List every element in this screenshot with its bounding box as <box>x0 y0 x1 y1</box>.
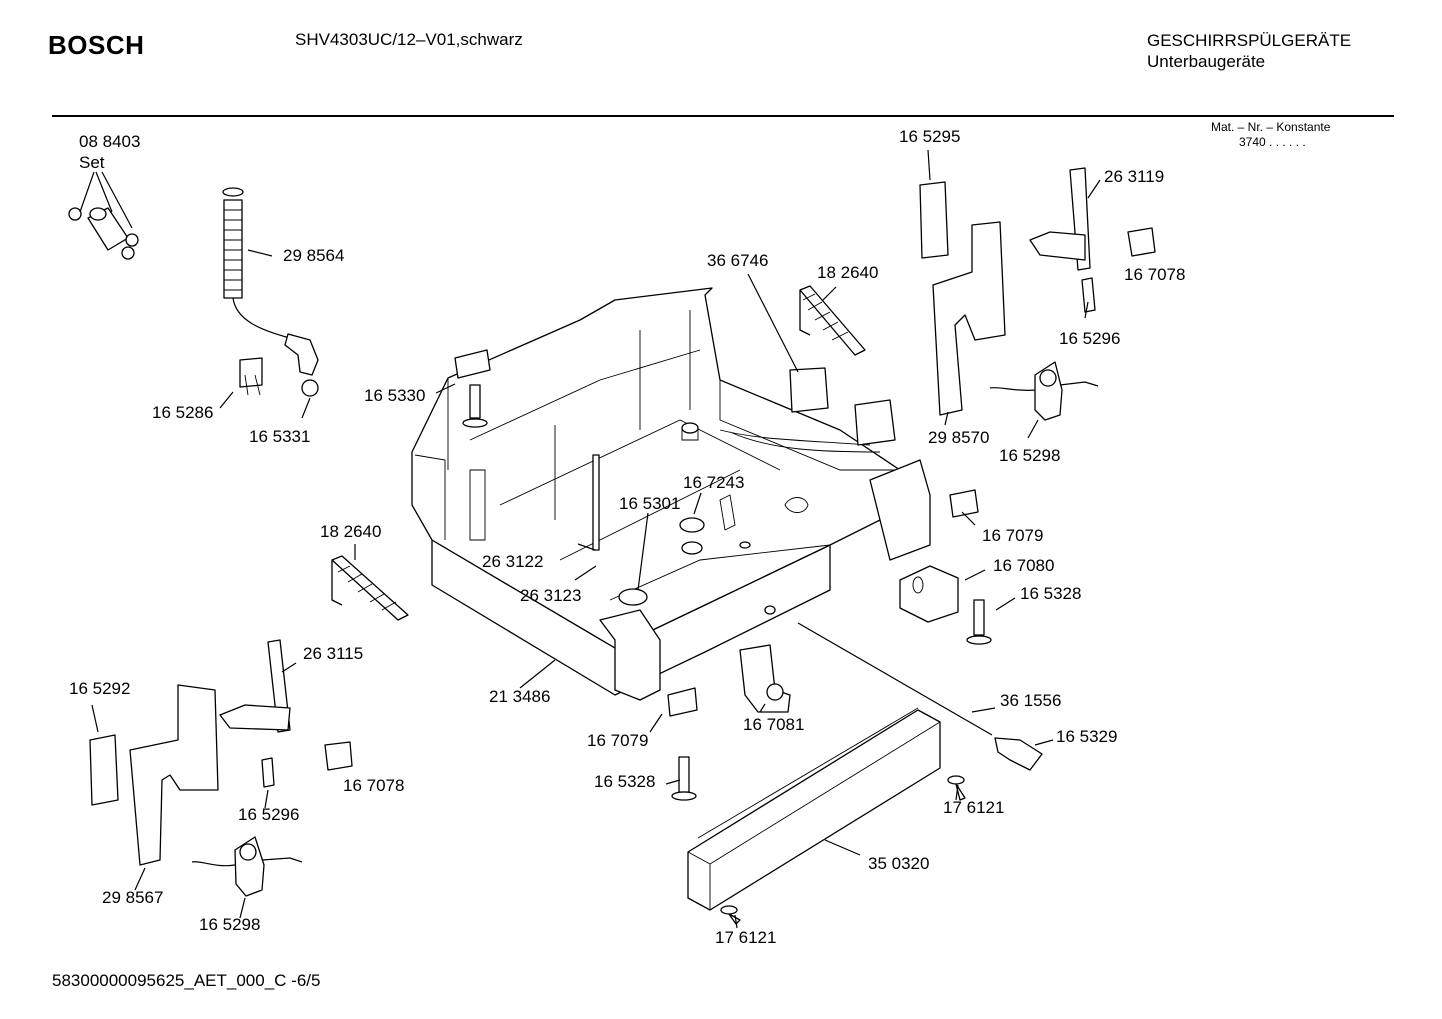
part-label: Set <box>79 153 105 172</box>
part-label: 26 3119 <box>1104 167 1164 186</box>
part-label: 29 8564 <box>283 246 344 265</box>
part-label: 16 5328 <box>1020 584 1081 603</box>
part-label: 16 5329 <box>1056 727 1117 746</box>
part-label: 16 5330 <box>364 386 425 405</box>
heater-bracket-left <box>331 555 409 621</box>
part-label: 08 8403 <box>79 132 140 151</box>
part-label: 36 6746 <box>707 251 768 270</box>
door-hinge-left <box>191 836 303 897</box>
part-label: 16 5298 <box>999 446 1060 465</box>
part-label: 29 8570 <box>928 428 989 447</box>
leveling-foot-right <box>966 599 992 645</box>
part-label: 16 5286 <box>152 403 213 422</box>
part-label: 26 3123 <box>520 586 581 605</box>
part-label: 16 7079 <box>982 526 1043 545</box>
hose-clip <box>239 357 263 396</box>
part-label: 26 3122 <box>482 552 543 571</box>
screw-bottom <box>720 905 741 925</box>
water-inlet-valve <box>739 644 791 713</box>
adjustment-rod <box>797 622 1043 771</box>
mat-number-label: Mat. – Nr. – Konstante <box>1211 120 1331 134</box>
part-label: 16 5301 <box>619 494 680 513</box>
model-title: SHV4303UC/12–V01,schwarz <box>295 30 523 49</box>
part-label: 35 0320 <box>868 854 929 873</box>
part-label: 16 7078 <box>343 776 404 795</box>
part-label: 29 8567 <box>102 888 163 907</box>
mat-number-value: 3740 . . . . . . <box>1239 135 1306 149</box>
part-label: 26 3115 <box>303 644 363 663</box>
part-label: 17 6121 <box>943 798 1004 817</box>
hinge-plate-right <box>919 167 1156 416</box>
leader-lines <box>79 149 1101 929</box>
part-label: 16 7081 <box>743 715 804 734</box>
header-rule <box>52 115 1394 117</box>
part-label: 16 7079 <box>587 731 648 750</box>
part-label: 16 5296 <box>238 805 299 824</box>
hinge-plate-left <box>89 639 353 866</box>
document-id: 58300000095625_AET_000_C -6/5 <box>52 971 321 990</box>
part-label: 16 5298 <box>199 915 260 934</box>
category-line-2: Unterbaugeräte <box>1147 52 1266 71</box>
part-label: 16 7078 <box>1124 265 1185 284</box>
part-label: 18 2640 <box>817 263 878 282</box>
part-label: 36 1556 <box>1000 691 1061 710</box>
appliance-category: GESCHIRRSPÜLGERÄTE Unterbaugeräte <box>1147 30 1351 72</box>
category-line-1: GESCHIRRSPÜLGERÄTE <box>1147 31 1352 50</box>
kick-plate <box>687 707 941 911</box>
screw-right <box>947 775 966 801</box>
part-label: 16 7080 <box>993 556 1054 575</box>
part-label: 16 5328 <box>594 772 655 791</box>
clamp-set <box>68 207 139 260</box>
leveling-foot-front <box>671 756 697 801</box>
cable-clip-top <box>454 349 491 428</box>
brand-logo: BOSCH <box>48 30 145 60</box>
part-number-labels: 08 8403 Set 29 8564 16 5286 16 5331 16 5… <box>69 127 1185 947</box>
heater-bracket-right <box>799 285 866 356</box>
part-label: 16 7243 <box>683 473 744 492</box>
part-label: 16 5295 <box>899 127 960 146</box>
part-label: 18 2640 <box>320 522 381 541</box>
part-label: 16 5292 <box>69 679 130 698</box>
part-label: 16 5296 <box>1059 329 1120 348</box>
part-label: 21 3486 <box>489 687 550 706</box>
drain-hose <box>222 187 319 397</box>
bracket-small-front <box>667 687 698 717</box>
door-hinge-right <box>989 361 1099 421</box>
base-frame <box>411 287 931 701</box>
part-label: 17 6121 <box>715 928 776 947</box>
part-label: 16 5331 <box>249 427 310 446</box>
bracket-small-right <box>899 489 979 623</box>
